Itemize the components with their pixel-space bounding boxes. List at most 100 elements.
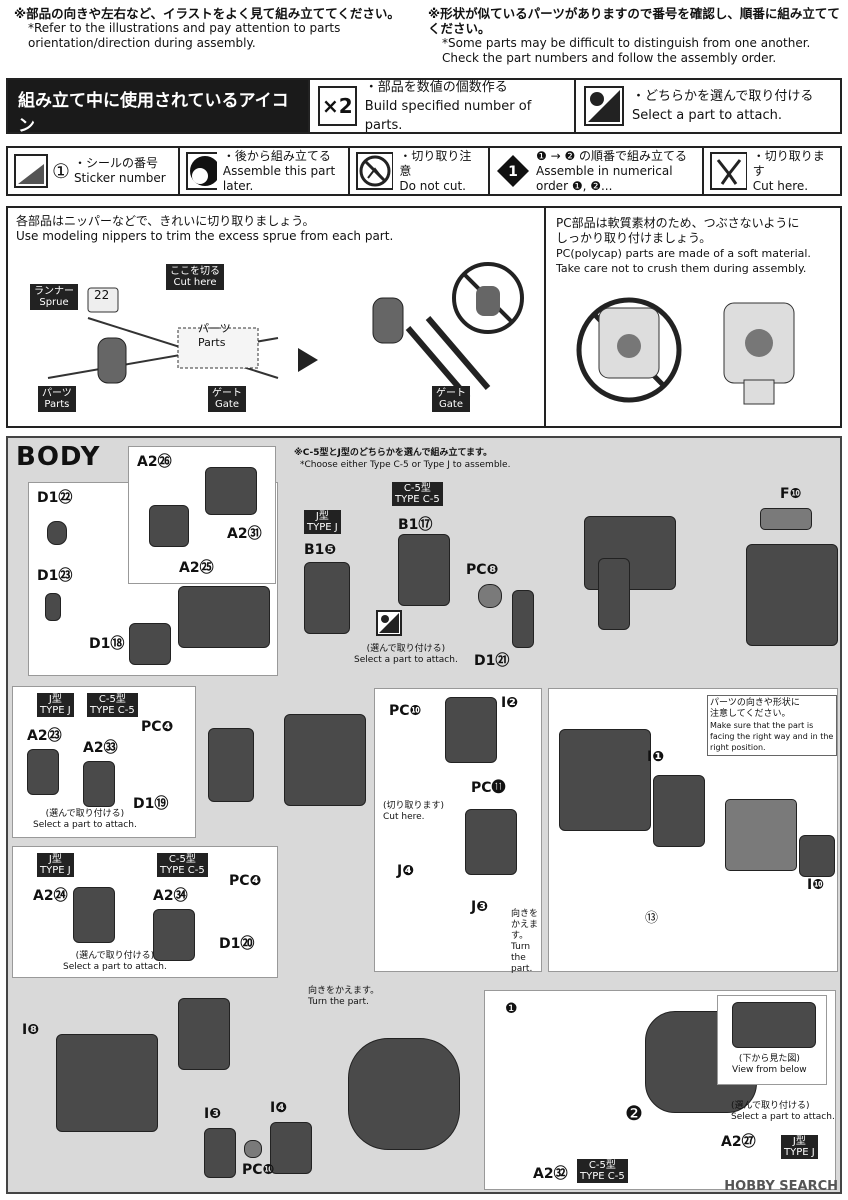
watermark: HOBBY SEARCH bbox=[724, 1179, 838, 1194]
select-label-2: (選んで取り付ける)Select a part to attach. bbox=[33, 809, 137, 830]
step1-subpanel: A2㉖ A2㉛ A2㉕ bbox=[128, 446, 276, 584]
label-b1-5: B1❺ bbox=[304, 542, 337, 558]
legend-later-en: Assemble this part later. bbox=[222, 163, 336, 193]
pc-illustration bbox=[576, 297, 795, 405]
legend-order: 1 ❶ → ❷ の順番で組み立てる Assemble in numerical … bbox=[488, 148, 702, 194]
legend-donotcut-en: Do not cut. bbox=[399, 178, 466, 193]
note-right-en2: Check the part numbers and follow the as… bbox=[442, 51, 777, 65]
assemble-later-icon bbox=[186, 152, 217, 190]
part-i-1 bbox=[653, 775, 705, 847]
sticker-icon bbox=[14, 154, 48, 188]
select-part-icon bbox=[584, 86, 624, 126]
part-pc-8 bbox=[478, 584, 502, 608]
order-diamond-icon: 1 bbox=[497, 155, 529, 187]
legend-donotcut: ・切り取り注意 Do not cut. bbox=[348, 148, 488, 194]
note-right-jp: ※形状が似ているパーツがありますので番号を確認し、順番に組み立ててください。 bbox=[428, 6, 840, 36]
rear-plate bbox=[178, 998, 230, 1070]
body-core-6 bbox=[348, 1038, 460, 1150]
label-a2-32: A2㉜ bbox=[533, 1166, 568, 1182]
label-i-8: I❽ bbox=[22, 1022, 40, 1038]
nipper-en: Use modeling nippers to trim the excess … bbox=[16, 229, 394, 243]
note-left-en1: *Refer to the illustrations and pay atte… bbox=[28, 21, 341, 35]
label-a2-25: A2㉕ bbox=[179, 560, 214, 576]
label-a2-23: A2㉓ bbox=[27, 728, 62, 744]
label-b1-17: B1⑰ bbox=[398, 517, 433, 533]
label-a2-34: A2㉞ bbox=[153, 888, 188, 904]
legend-order-en2: order ❶, ❷... bbox=[536, 178, 613, 193]
view-below-label: (下から見た図)View from below bbox=[732, 1054, 807, 1075]
part-i-4 bbox=[270, 1122, 312, 1174]
part-side-armor bbox=[208, 728, 254, 802]
note-left-jp: ※部品の向きや左右など、イラストをよく見て組み立ててください。 bbox=[14, 6, 400, 21]
step2-marker: ❷ bbox=[625, 1101, 643, 1125]
symbol-select: ・どちらかを選んで取り付ける Select a part to attach. bbox=[574, 80, 840, 132]
label-i-4: I❹ bbox=[270, 1100, 288, 1116]
part-pc-10b bbox=[244, 1140, 262, 1158]
part-a2-34 bbox=[153, 909, 195, 961]
select-label-3: (選んで取り付ける)Select a part to attach. bbox=[63, 951, 167, 972]
note-left: ※部品の向きや左右など、イラストをよく見て組み立ててください。 *Refer t… bbox=[14, 6, 426, 51]
label-d1-21: D1㉑ bbox=[474, 653, 510, 669]
label-a2-31: A2㉛ bbox=[227, 526, 262, 542]
symbol-x2: ×2 ・部品を数値の個数作る Build specified number of… bbox=[308, 79, 574, 133]
note-right: ※形状が似ているパーツがありますので番号を確認し、順番に組み立ててください。 *… bbox=[428, 6, 840, 66]
leg-assembly-panel: PC❿ I❷ PC⓫ (切り取ります)Cut here. J❹ J❸ 向きをかえ… bbox=[374, 688, 542, 974]
part-i-10 bbox=[799, 835, 835, 877]
body-title: BODY bbox=[16, 442, 101, 472]
select-jp: ・どちらかを選んで取り付ける bbox=[632, 89, 814, 104]
select-label-1: (選んで取り付ける)Select a part to attach. bbox=[354, 644, 458, 665]
label-d1-22: D1㉒ bbox=[37, 490, 73, 506]
cut-label: (切り取ります)Cut here. bbox=[383, 801, 445, 822]
part-a2-25 bbox=[178, 586, 270, 648]
symbols-title-jp: 組み立て中に使用されているアイコン bbox=[18, 91, 289, 136]
choose-jp: ※C-5型とJ型のどちらかを選んで組み立てます。 bbox=[294, 448, 493, 458]
pc-en2: Take care not to crush them during assem… bbox=[556, 262, 807, 275]
part-b1-17 bbox=[398, 534, 450, 606]
label-i-3: I❸ bbox=[204, 1106, 222, 1122]
body-section: BODY D1㉒ D1㉓ D1⑱ A2㉖ A2㉛ A2㉕ ※C-5型とJ型のどち… bbox=[6, 436, 842, 1194]
x2-jp: ・部品を数値の個数作る bbox=[364, 79, 508, 95]
symbols-title: 組み立て中に使用されているアイコン Symbols used in instru… bbox=[8, 80, 308, 159]
label-pc-10b: PC❿ bbox=[242, 1162, 275, 1178]
label-d1-18: D1⑱ bbox=[89, 636, 125, 652]
select-label-4: (選んで取り付ける)Select a part to attach. bbox=[731, 1101, 835, 1122]
select-part-icon bbox=[376, 610, 402, 636]
label-f-10: F❿ bbox=[780, 486, 802, 502]
nipper-jp: 各部品はニッパーなどで、きれいに切り取りましょう。 bbox=[16, 214, 315, 228]
note-left-en2: orientation/direction during assembly. bbox=[28, 36, 256, 50]
label-a2-26: A2㉖ bbox=[137, 454, 172, 470]
label-a2-27: A2㉗ bbox=[721, 1134, 756, 1150]
legend-order-jp: ❶ → ❷ の順番で組み立てる bbox=[536, 148, 688, 163]
legend-donotcut-jp: ・切り取り注意 bbox=[399, 148, 472, 178]
label-i-10: I❿ bbox=[807, 877, 825, 893]
choose-en: *Choose either Type C-5 or Type J to ass… bbox=[300, 460, 511, 470]
label-sticker-13: ⑬ bbox=[645, 911, 659, 926]
label-j-3: J❸ bbox=[471, 899, 489, 915]
pc-jp2: しっかり取り付けましょう。 bbox=[556, 231, 712, 245]
body-core-5 bbox=[56, 1034, 158, 1132]
nipper-illustration bbox=[47, 262, 524, 400]
part-d1-21 bbox=[512, 590, 534, 648]
label-d1-19: D1⑲ bbox=[133, 796, 169, 812]
label-i-1: I❶ bbox=[647, 749, 665, 765]
legend-order-en1: Assemble in numerical bbox=[536, 163, 673, 178]
pc-jp1: PC部品は軟質素材のため、つぶさないように bbox=[556, 216, 800, 230]
part-d1-22 bbox=[47, 521, 67, 545]
label-d1-20: D1⑳ bbox=[219, 936, 255, 952]
part-i-3 bbox=[204, 1128, 236, 1178]
symbols-header: 組み立て中に使用されているアイコン Symbols used in instru… bbox=[6, 78, 842, 159]
nipper-text: 各部品はニッパーなどで、きれいに切り取りましょう。 Use modeling n… bbox=[16, 214, 393, 244]
select-en: Select a part to attach. bbox=[632, 108, 782, 123]
body-frame-panel: パーツの向きや形状に 注意してください。 Make sure that the … bbox=[548, 688, 838, 972]
part-a2-33 bbox=[83, 761, 115, 807]
part-a2-31 bbox=[149, 505, 189, 547]
